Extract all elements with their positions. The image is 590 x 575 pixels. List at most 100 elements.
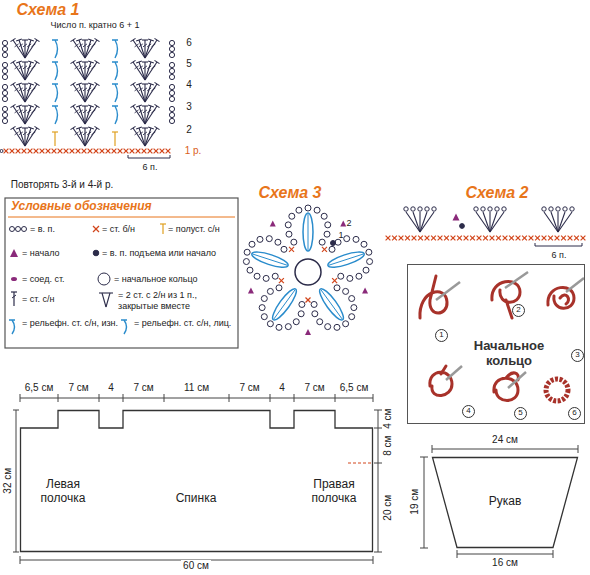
stroke bbox=[555, 236, 560, 241]
dimension: 16 см bbox=[490, 557, 520, 569]
chain-symbol bbox=[169, 52, 174, 57]
chain-symbol bbox=[244, 249, 250, 255]
stitch-cluster bbox=[326, 249, 365, 270]
chain-symbol bbox=[334, 285, 340, 291]
stroke bbox=[457, 550, 458, 558]
start-mark bbox=[453, 214, 460, 221]
chain-symbol bbox=[2, 62, 7, 67]
chain-symbol bbox=[169, 90, 174, 95]
stroke bbox=[139, 106, 145, 124]
stroke bbox=[457, 236, 462, 241]
stroke bbox=[95, 104, 100, 107]
note: 2 bbox=[346, 218, 351, 228]
yarn bbox=[430, 366, 452, 396]
relief-stitch bbox=[9, 320, 15, 334]
stroke bbox=[46, 149, 51, 154]
photo-box: Начальное кольцо123456 bbox=[407, 264, 585, 424]
chain-symbol bbox=[563, 207, 567, 211]
stroke bbox=[490, 236, 495, 241]
chain-symbol bbox=[293, 319, 299, 325]
stroke bbox=[28, 127, 34, 129]
stroke bbox=[399, 236, 404, 241]
stroke bbox=[386, 236, 391, 241]
start-mark bbox=[362, 288, 368, 294]
stroke bbox=[406, 212, 420, 232]
stroke bbox=[496, 236, 501, 241]
stroke bbox=[431, 236, 436, 241]
stroke bbox=[147, 132, 151, 135]
stroke bbox=[82, 83, 88, 84]
chain-symbol bbox=[263, 275, 269, 281]
stroke bbox=[399, 236, 404, 241]
chain-symbol bbox=[267, 321, 273, 327]
chain-symbol bbox=[325, 222, 331, 228]
stroke bbox=[424, 457, 425, 548]
stroke bbox=[135, 88, 139, 91]
stroke bbox=[25, 84, 37, 102]
chain-symbol bbox=[425, 207, 429, 211]
stroke bbox=[79, 110, 83, 113]
stroke bbox=[508, 372, 526, 388]
dimension: 32 см bbox=[2, 466, 14, 496]
chain-symbol bbox=[22, 227, 27, 232]
stroke bbox=[131, 82, 136, 85]
stroke bbox=[170, 155, 171, 158]
stroke bbox=[79, 88, 83, 91]
stroke bbox=[73, 106, 85, 124]
stroke bbox=[82, 149, 87, 154]
chain-symbol bbox=[276, 324, 282, 330]
stroke bbox=[13, 84, 25, 102]
stroke bbox=[147, 110, 151, 113]
part-name: Левая полочка bbox=[28, 478, 98, 506]
stroke bbox=[522, 236, 527, 241]
stroke bbox=[374, 463, 382, 464]
stroke bbox=[151, 88, 155, 91]
stroke bbox=[561, 236, 566, 241]
stroke bbox=[71, 82, 76, 85]
stroke bbox=[19, 110, 23, 113]
stroke bbox=[444, 236, 449, 241]
relief-stitch bbox=[112, 62, 118, 80]
stroke bbox=[85, 128, 97, 146]
stroke bbox=[131, 104, 136, 107]
stroke bbox=[82, 149, 87, 154]
relief-stitch bbox=[52, 62, 58, 80]
chain-symbol bbox=[335, 239, 341, 245]
stroke bbox=[71, 60, 76, 63]
note: 5 bbox=[186, 58, 192, 70]
stroke bbox=[11, 82, 16, 85]
stroke bbox=[106, 149, 111, 154]
stroke bbox=[79, 66, 83, 69]
stroke bbox=[31, 88, 35, 91]
chain-symbol bbox=[169, 74, 174, 79]
chain-symbol bbox=[2, 84, 7, 89]
callout-number: 4 bbox=[463, 406, 474, 415]
stroke bbox=[412, 236, 417, 241]
step-number: 1 bbox=[435, 329, 448, 342]
chain-symbol bbox=[169, 46, 174, 51]
stroke bbox=[95, 82, 100, 85]
stroke bbox=[35, 82, 40, 85]
stroke bbox=[13, 292, 14, 306]
note: 4 bbox=[186, 79, 192, 91]
stroke bbox=[229, 394, 230, 402]
stroke bbox=[419, 212, 420, 232]
legend-entry: = ст. с/н bbox=[22, 294, 102, 305]
relief-stitch bbox=[121, 320, 127, 334]
part-name: Правая полочка bbox=[299, 478, 369, 506]
stroke bbox=[35, 38, 40, 41]
stroke bbox=[75, 88, 79, 91]
chain-symbol bbox=[276, 285, 282, 291]
chain-symbol bbox=[296, 207, 302, 213]
stroke bbox=[412, 236, 417, 241]
chain-symbol bbox=[349, 296, 355, 302]
chain-symbol bbox=[481, 207, 485, 211]
stroke bbox=[444, 236, 449, 241]
stitch-cluster bbox=[250, 249, 289, 270]
stroke bbox=[22, 83, 28, 84]
chain-symbol bbox=[325, 324, 331, 330]
stroke bbox=[27, 110, 31, 113]
chain-symbol bbox=[272, 273, 278, 279]
stroke bbox=[142, 61, 148, 62]
